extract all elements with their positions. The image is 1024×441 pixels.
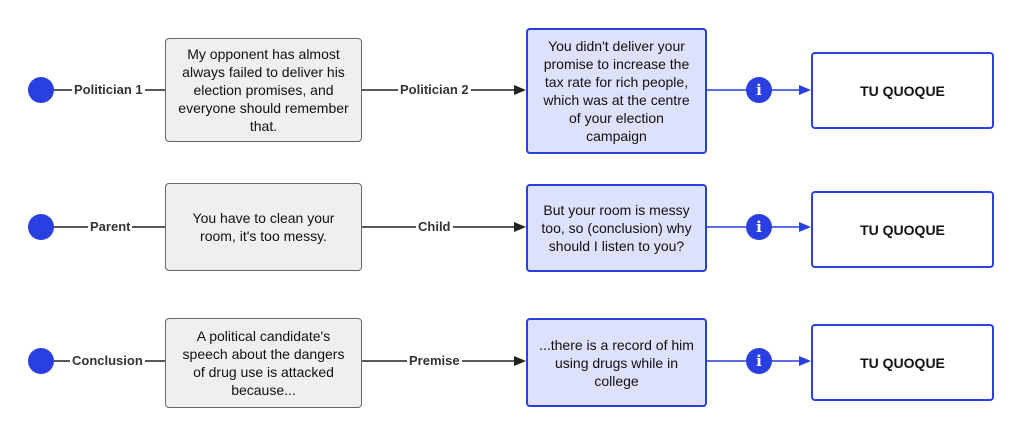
- claim-box: You have to clean your room, it's too me…: [165, 183, 362, 271]
- claim-box: My opponent has almost always failed to …: [165, 38, 362, 142]
- respondent-label: Child: [416, 219, 453, 235]
- claim-box: A political candidate's speech about the…: [165, 318, 362, 408]
- start-node: [28, 77, 54, 103]
- fallacy-result-label: TU QUOQUE: [860, 354, 945, 371]
- start-node: [28, 214, 54, 240]
- fallacy-result-box: TU QUOQUE: [811, 324, 994, 401]
- claim-text: My opponent has almost always failed to …: [178, 46, 349, 134]
- diagram-row-3: Conclusion A political candidate's speec…: [0, 281, 1024, 441]
- response-box: But your room is messy too, so (conclusi…: [526, 184, 707, 272]
- claimant-label: Politician 1: [72, 82, 145, 98]
- fallacy-result-box: TU QUOQUE: [811, 52, 994, 129]
- diagram-row-2: Parent You have to clean your room, it's…: [0, 147, 1024, 307]
- response-box: ...there is a record of him using drugs …: [526, 318, 707, 407]
- claim-text: A political candidate's speech about the…: [182, 328, 345, 398]
- diagram-row-1: Politician 1 My opponent has almost alwa…: [0, 10, 1024, 170]
- fallacy-result-label: TU QUOQUE: [860, 221, 945, 238]
- claim-text: You have to clean your room, it's too me…: [192, 210, 335, 244]
- response-text: ...there is a record of him using drugs …: [539, 336, 694, 389]
- claimant-label: Parent: [88, 219, 133, 235]
- info-icon[interactable]: i: [746, 214, 772, 240]
- response-text: But your room is messy too, so (conclusi…: [541, 202, 692, 254]
- response-text: You didn't deliver your promise to incre…: [543, 38, 690, 144]
- info-icon[interactable]: i: [746, 77, 772, 103]
- respondent-label: Premise: [407, 353, 462, 369]
- info-icon[interactable]: i: [746, 348, 772, 374]
- start-node: [28, 348, 54, 374]
- response-box: You didn't deliver your promise to incre…: [526, 28, 707, 154]
- respondent-label: Politician 2: [398, 82, 471, 98]
- fallacy-result-label: TU QUOQUE: [860, 82, 945, 99]
- fallacy-result-box: TU QUOQUE: [811, 191, 994, 268]
- claimant-label: Conclusion: [70, 353, 145, 369]
